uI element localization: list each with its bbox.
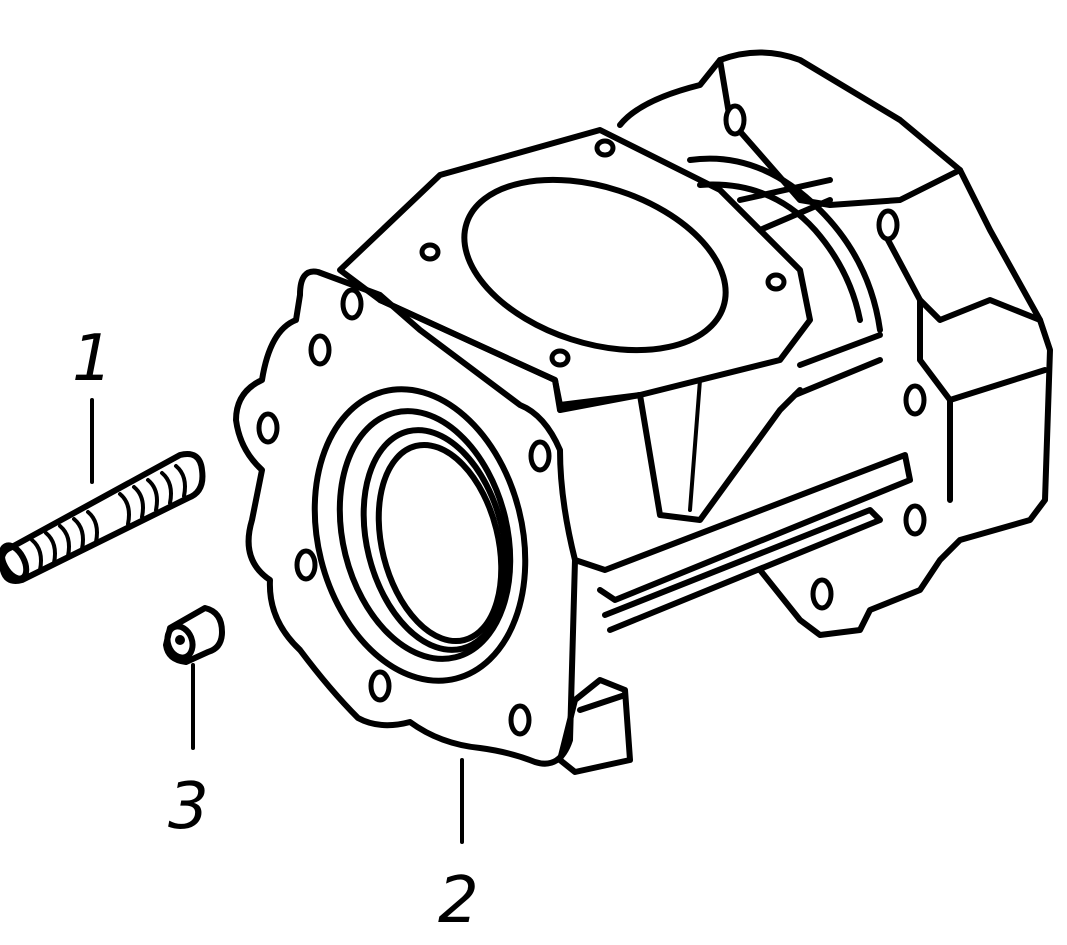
callout-number-3: 3 (168, 770, 209, 844)
dowel-part-3 (163, 605, 225, 665)
stud-part-1 (0, 451, 206, 584)
callout-number-1: 1 (72, 322, 113, 396)
housing-part-2 (233, 49, 1053, 775)
callout-number-2: 2 (438, 864, 479, 938)
